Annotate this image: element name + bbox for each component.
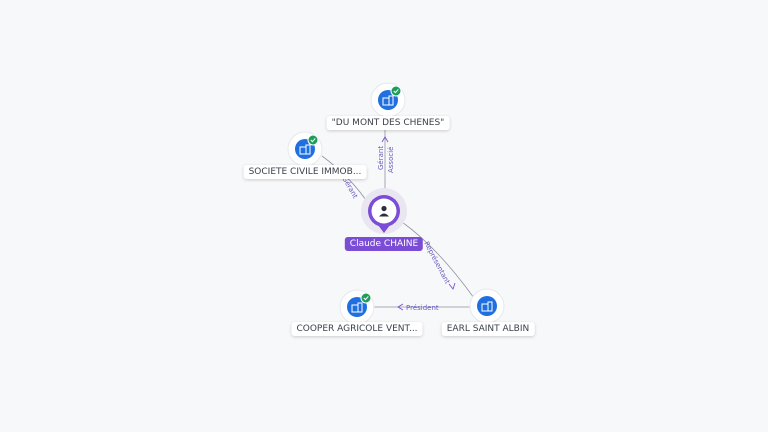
building-icon — [481, 301, 493, 312]
edge-label-dumont-gerant: Gérant — [377, 146, 385, 170]
node-societe[interactable] — [287, 131, 323, 167]
edge-center-earl: Représentant — [401, 221, 475, 299]
node-center-person[interactable] — [361, 188, 407, 234]
edge-label-dumont-associe: Associé — [387, 147, 395, 173]
node-label-earl[interactable]: EARL SAINT ALBIN — [441, 322, 535, 336]
edge-center-dumont: Gérant Associé — [377, 118, 395, 194]
verified-check-icon — [307, 134, 319, 146]
building-icon — [382, 95, 394, 106]
node-label-cooper[interactable]: COOPER AGRICOLE VENT... — [291, 322, 423, 336]
verified-check-icon — [360, 292, 372, 304]
node-label-societe[interactable]: SOCIETE CIVILE IMMOB... — [243, 165, 367, 179]
edge-label-cooper-president: Président — [406, 304, 439, 312]
node-earl[interactable] — [469, 288, 505, 324]
verified-check-icon — [390, 85, 402, 97]
node-cooper[interactable] — [339, 289, 375, 325]
building-icon — [299, 144, 311, 155]
edge-center-societe: Gérant — [321, 155, 371, 207]
building-icon — [351, 302, 363, 313]
edge-earl-cooper: Président — [372, 303, 472, 312]
node-label-dumont[interactable]: "DU MONT DES CHENES" — [326, 116, 450, 130]
node-dumont[interactable] — [370, 82, 406, 118]
node-label-center[interactable]: Claude CHAINE — [344, 237, 424, 251]
person-icon — [379, 205, 389, 217]
edge-label-earl-representant: Représentant — [422, 240, 451, 285]
